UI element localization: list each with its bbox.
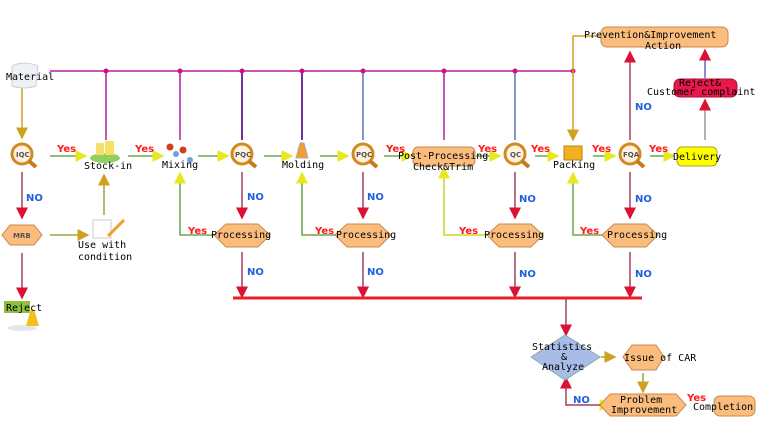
statistics-label-2: & xyxy=(561,352,567,363)
yes-label: Yes xyxy=(477,144,497,155)
no-label: NO xyxy=(573,395,590,406)
yes-label: Yes xyxy=(579,226,599,237)
packing-node[interactable]: Packing xyxy=(553,145,595,171)
post-processing-label: Post-Processing xyxy=(398,151,488,162)
no-label: NO xyxy=(26,193,43,204)
pqc-label: PQC xyxy=(235,151,251,159)
yes-labels: Yes Yes Yes Yes Yes Yes Yes Yes Yes Yes … xyxy=(56,144,706,404)
mrb-label: MRB xyxy=(13,232,31,240)
post-processing-label-2: Check&Trim xyxy=(413,162,473,173)
yes-label: Yes xyxy=(187,226,207,237)
prevention-label: Prevention&Improvement xyxy=(584,30,716,41)
problem-label: Problem xyxy=(620,395,662,406)
material-node[interactable]: Material xyxy=(6,62,54,89)
completion-label: Completion xyxy=(693,402,753,413)
mixing-node[interactable]: Mixing xyxy=(162,143,198,172)
mixing-label: Mixing xyxy=(162,160,198,171)
iqc-node[interactable]: IQC xyxy=(10,142,38,169)
delivery-label: Delivery xyxy=(673,152,721,163)
post-processing-node[interactable]: Post-Processing Check&Trim xyxy=(398,146,488,173)
no-label: NO xyxy=(635,269,652,280)
no-label: NO xyxy=(367,267,384,278)
fqa-label: FQA xyxy=(623,151,640,159)
use-with-condition-label: Use with xyxy=(78,240,126,251)
processing-node[interactable]: Processing xyxy=(484,223,544,248)
no-label: NO xyxy=(635,194,652,205)
yes-label: Yes xyxy=(458,226,478,237)
issue-of-car-node[interactable]: Issue of CAR xyxy=(622,344,697,371)
no-label: NO xyxy=(367,192,384,203)
processing-node[interactable]: Processing xyxy=(334,223,396,248)
problem-label-2: Improvement xyxy=(611,405,677,416)
use-with-condition-node[interactable]: Use with condition xyxy=(78,218,132,263)
molding-label: Molding xyxy=(282,160,324,171)
prevention-node[interactable]: Prevention&Improvement Action xyxy=(584,26,729,52)
prevention-label-2: Action xyxy=(645,41,681,52)
molding-node[interactable]: Molding xyxy=(282,142,324,171)
reject-label: Reject xyxy=(6,303,42,314)
yes-label: Yes xyxy=(385,144,405,155)
no-label: NO xyxy=(635,102,652,113)
material-label: Material xyxy=(6,72,54,83)
pqc-node-2[interactable]: PQC xyxy=(351,142,379,169)
processing-node[interactable]: Processing xyxy=(601,223,667,248)
fqa-node[interactable]: FQA xyxy=(618,142,646,169)
no-label: NO xyxy=(247,192,264,203)
pqc-label: PQC xyxy=(356,151,372,159)
mrb-node[interactable]: MRB xyxy=(1,224,43,246)
iqc-label: IQC xyxy=(16,151,30,159)
statistics-analyze-node[interactable]: Statistics & Analyze xyxy=(530,334,601,381)
reject-node[interactable]: Reject xyxy=(4,301,42,331)
yes-label: Yes xyxy=(686,393,706,404)
processing-node[interactable]: Processing xyxy=(211,223,271,248)
processing-label: Processing xyxy=(211,230,271,241)
completion-node[interactable]: Completion xyxy=(693,395,756,417)
yes-label: Yes xyxy=(591,144,611,155)
pqc-node-1[interactable]: PQC xyxy=(230,142,258,169)
no-labels: NO NO NO NO NO NO NO NO NO NO NO xyxy=(26,102,652,406)
no-label: NO xyxy=(519,269,536,280)
reject-complaint-label-2: Customer complaint xyxy=(647,87,755,98)
delivery-node[interactable]: Delivery xyxy=(673,146,721,167)
yes-label: Yes xyxy=(134,144,154,155)
yes-label: Yes xyxy=(56,144,76,155)
top-bus xyxy=(50,68,576,140)
statistics-label-3: Analyze xyxy=(542,362,584,373)
problem-improvement-node[interactable]: Problem Improvement xyxy=(599,393,687,417)
reject-complaint-label: Reject& xyxy=(679,78,721,89)
statistics-label: Statistics xyxy=(532,342,592,353)
issue-of-car-label: Issue of CAR xyxy=(624,353,697,364)
processing-nodes: Processing Processing Processing Process… xyxy=(211,223,667,248)
stock-in-label: Stock-in xyxy=(84,161,132,172)
qc-label: QC xyxy=(510,151,521,159)
processing-label: Processing xyxy=(484,230,544,241)
use-with-condition-label-2: condition xyxy=(78,252,132,263)
processing-label: Processing xyxy=(336,230,396,241)
no-label: NO xyxy=(519,194,536,205)
qc-node[interactable]: QC xyxy=(503,142,531,169)
no-label: NO xyxy=(247,267,264,278)
packing-label: Packing xyxy=(553,160,595,171)
yes-label: Yes xyxy=(530,144,550,155)
stock-in-node[interactable]: Stock-in xyxy=(84,141,132,172)
reject-complaint-node[interactable]: Reject& Customer complaint xyxy=(647,78,755,98)
yes-label: Yes xyxy=(648,144,668,155)
processing-label: Processing xyxy=(607,230,667,241)
yes-label: Yes xyxy=(314,226,334,237)
